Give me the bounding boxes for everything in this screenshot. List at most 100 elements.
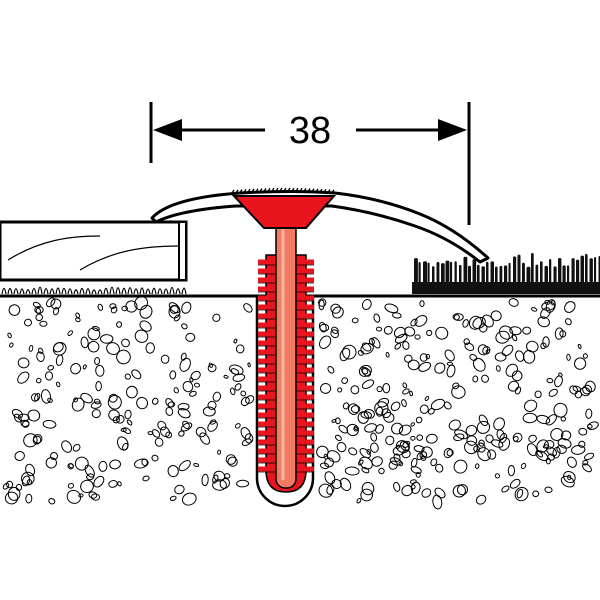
- aggregate-stone: [134, 458, 149, 469]
- aggregate-stone: [121, 338, 130, 348]
- aggregate-stone: [462, 319, 469, 328]
- aggregate-stone: [574, 390, 583, 399]
- aggregate-stone: [26, 479, 32, 486]
- aggregate-stone: [136, 396, 149, 410]
- aggregate-stone: [587, 421, 599, 431]
- carpet-tuft: [585, 253, 588, 285]
- aggregate-stone: [402, 388, 410, 395]
- aggregate-stone: [402, 382, 408, 389]
- aggregate-stone: [219, 477, 230, 489]
- carpet-tuft: [526, 266, 531, 285]
- aggregate-stone: [67, 330, 73, 336]
- underlay-loop: [13, 288, 19, 295]
- aggregate-stone: [426, 329, 433, 336]
- aggregate-stone: [45, 457, 58, 469]
- aggregate-stone: [6, 480, 14, 489]
- aggregate-stone: [324, 457, 335, 468]
- aggregate-stone: [425, 433, 438, 444]
- aggregate-stone: [108, 480, 118, 488]
- carpet-tuft: [540, 261, 543, 285]
- aggregate-stone: [106, 342, 120, 356]
- aggregate-stone: [66, 489, 82, 504]
- aggregate-stone: [134, 329, 149, 343]
- aggregate-stone: [528, 434, 537, 443]
- aggregate-stone: [361, 466, 370, 474]
- underlay-loop: [49, 288, 55, 295]
- aggregate-stone: [587, 423, 593, 429]
- aggregate-stone: [37, 347, 44, 354]
- aggregate-stone: [151, 397, 159, 405]
- aggregate-stone: [425, 353, 431, 360]
- aggregate-stone: [546, 377, 554, 384]
- aggregate-stone: [125, 300, 138, 313]
- aggregate-stone: [544, 486, 553, 494]
- underlay-loop: [7, 287, 13, 295]
- aggregate-stone: [165, 431, 173, 439]
- aggregate-stone: [542, 444, 549, 449]
- aggregate-stone: [17, 357, 30, 369]
- aggregate-stone: [44, 371, 54, 381]
- aggregate-stone: [319, 335, 332, 349]
- carpet-tuft: [495, 266, 498, 285]
- aggregate-stone: [407, 359, 420, 371]
- aggregate-stone: [202, 406, 216, 417]
- aggregate-stone: [87, 340, 100, 353]
- laminate-grain: [79, 245, 179, 271]
- carpet-tuft: [468, 265, 471, 285]
- aggregate-stone: [476, 442, 486, 453]
- aggregate-stone: [193, 382, 201, 388]
- carpet-tuft: [499, 265, 503, 285]
- aggregate-stone: [453, 459, 468, 474]
- aggregate-stone: [452, 382, 460, 390]
- aggregate-stone: [169, 305, 179, 314]
- carpet-tuft: [418, 262, 421, 285]
- carpet-tuft: [553, 266, 557, 285]
- aggregate-stone: [373, 313, 381, 323]
- aggregate-stone: [131, 369, 142, 380]
- aggregate-stone: [331, 479, 342, 489]
- aggregate-stone: [35, 313, 43, 322]
- underlay-loop: [115, 287, 121, 295]
- aggregate-stone: [540, 307, 551, 319]
- aggregate-stone: [348, 447, 358, 456]
- aggregate-stone: [4, 491, 19, 505]
- aggregate-stone: [334, 417, 341, 425]
- aggregate-stone: [359, 456, 373, 470]
- aggregate-stone: [361, 481, 375, 496]
- underlay-loop: [61, 287, 67, 295]
- aggregate-stone: [84, 464, 95, 478]
- aggregate-stone: [545, 457, 551, 465]
- aggregate-stone: [554, 327, 564, 340]
- aggregate-stone: [514, 486, 529, 502]
- aggregate-stone: [47, 365, 55, 371]
- aggregate-stone: [35, 377, 42, 384]
- aggregate-stone: [392, 312, 402, 319]
- aggregate-stone: [108, 409, 120, 421]
- aggregate-stone: [169, 370, 177, 380]
- aggregate-stone: [25, 493, 33, 504]
- aggregate-stone: [402, 340, 410, 350]
- aggregate-stone: [350, 385, 360, 395]
- aggregate-stone: [142, 475, 150, 482]
- aggregate-stone: [342, 402, 350, 410]
- aggregate-stone: [511, 334, 518, 342]
- aggregate-stone: [430, 458, 438, 467]
- aggregate-stone: [122, 427, 132, 434]
- aggregate-stone: [452, 313, 464, 321]
- aggregate-stone: [584, 452, 595, 461]
- aggregate-stone: [394, 333, 408, 344]
- aggregate-stone: [107, 394, 122, 410]
- aggregate-stone: [11, 408, 23, 419]
- aggregate-stone: [116, 436, 129, 451]
- aggregate-stone: [181, 301, 192, 314]
- aggregate-stone: [358, 364, 372, 377]
- aggregate-stone: [234, 383, 242, 391]
- aggregate-stone: [582, 459, 589, 466]
- aggregate-stone: [420, 455, 427, 461]
- aggregate-stone: [532, 490, 540, 498]
- aggregate-stone: [552, 446, 561, 459]
- aggregate-stone: [126, 419, 133, 426]
- aggregate-stone: [566, 353, 571, 361]
- aggregate-stone: [331, 326, 339, 334]
- aggregate-stone: [93, 475, 105, 488]
